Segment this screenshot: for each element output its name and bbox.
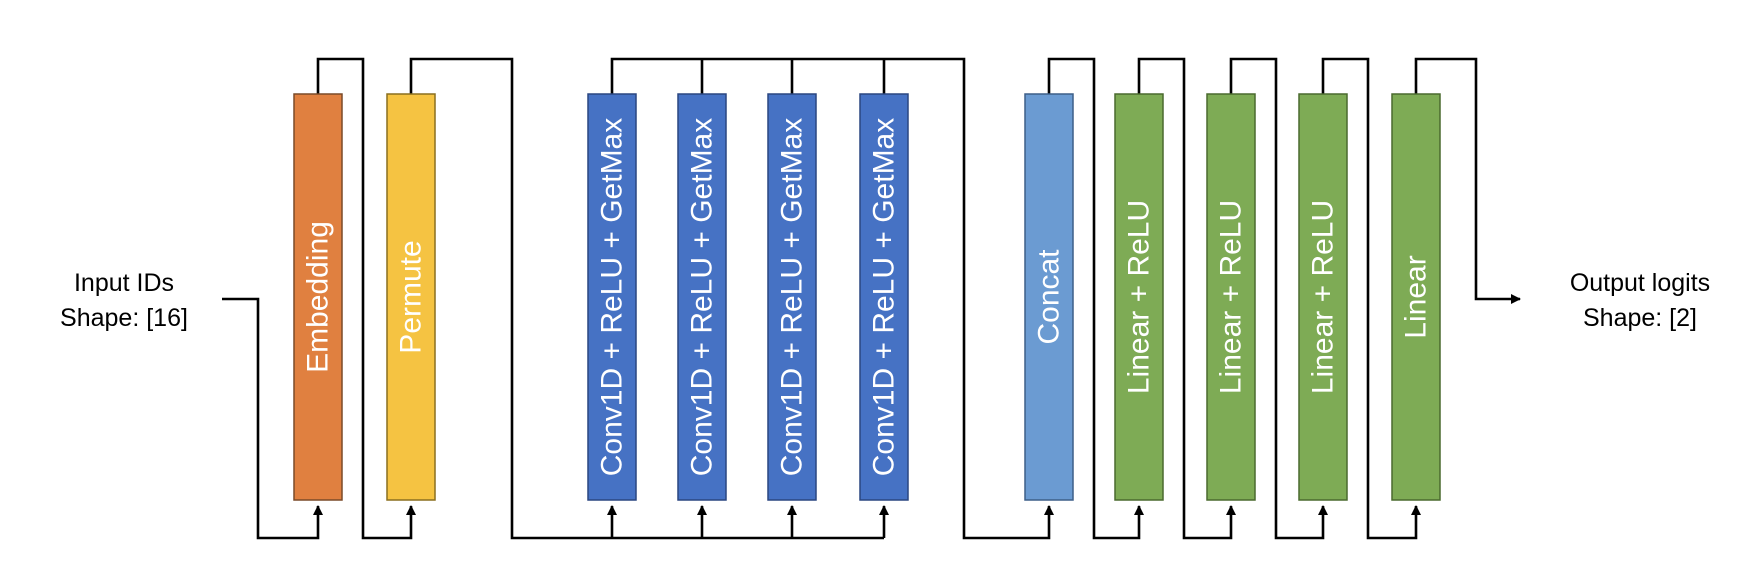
block-embedding-label: Embedding xyxy=(302,221,335,373)
block-concat-label: Concat xyxy=(1033,249,1066,345)
connector-linear3-linear xyxy=(1321,57,1421,540)
block-conv-1: Conv1D + ReLU + GetMax xyxy=(587,93,637,501)
block-linear-relu-2: Linear + ReLU xyxy=(1206,93,1256,501)
block-embedding: Embedding xyxy=(293,93,343,501)
block-conv-1-rect xyxy=(587,93,637,501)
blocks: Embedding Permute Conv1D + ReLU + GetMax… xyxy=(293,93,1441,501)
block-linear-relu-3-rect xyxy=(1298,93,1348,501)
block-embedding-rect xyxy=(293,93,343,501)
input-label-name: Input IDs xyxy=(74,269,174,297)
block-linear: Linear xyxy=(1391,93,1441,501)
block-linear-label: Linear xyxy=(1400,255,1433,338)
input-label: Input IDs Shape: [16] xyxy=(60,269,188,332)
block-linear-relu-2-label: Linear + ReLU xyxy=(1215,200,1248,394)
connector-concat-linear1 xyxy=(1047,57,1144,540)
block-linear-relu-2-rect xyxy=(1206,93,1256,501)
output-label: Output logits Shape: [2] xyxy=(1570,269,1710,332)
block-conv-4-rect xyxy=(859,93,909,501)
block-linear-relu-1: Linear + ReLU xyxy=(1114,93,1164,501)
block-permute: Permute xyxy=(386,93,436,501)
block-linear-relu-1-label: Linear + ReLU xyxy=(1123,200,1156,394)
connectors xyxy=(222,57,1521,540)
block-linear-relu-3-label: Linear + ReLU xyxy=(1307,200,1340,394)
block-conv-2-label: Conv1D + ReLU + GetMax xyxy=(686,118,719,477)
connector-conv-bus-top xyxy=(610,57,1054,540)
block-conv-3-rect xyxy=(767,93,817,501)
connector-input-embedding xyxy=(222,297,323,540)
block-conv-1-label: Conv1D + ReLU + GetMax xyxy=(596,118,629,477)
connector-permute-conv xyxy=(409,57,612,540)
block-linear-rect xyxy=(1391,93,1441,501)
block-conv-3-label: Conv1D + ReLU + GetMax xyxy=(776,118,809,477)
block-linear-relu-3: Linear + ReLU xyxy=(1298,93,1348,501)
connector-linear-output xyxy=(1414,57,1521,304)
block-conv-4-label: Conv1D + ReLU + GetMax xyxy=(868,118,901,477)
block-permute-label: Permute xyxy=(395,240,428,353)
input-label-shape: Shape: [16] xyxy=(60,304,188,332)
connector-linear1-linear2 xyxy=(1137,57,1236,540)
block-conv-4: Conv1D + ReLU + GetMax xyxy=(859,93,909,501)
connector-linear2-linear3 xyxy=(1229,57,1328,540)
block-conv-2-rect xyxy=(677,93,727,501)
block-concat-rect xyxy=(1024,93,1074,501)
output-label-shape: Shape: [2] xyxy=(1583,304,1697,332)
block-concat: Concat xyxy=(1024,93,1074,501)
block-conv-2: Conv1D + ReLU + GetMax xyxy=(677,93,727,501)
block-linear-relu-1-rect xyxy=(1114,93,1164,501)
block-permute-rect xyxy=(386,93,436,501)
block-conv-3: Conv1D + ReLU + GetMax xyxy=(767,93,817,501)
connector-embedding-permute xyxy=(316,57,416,540)
output-label-name: Output logits xyxy=(1570,269,1710,297)
